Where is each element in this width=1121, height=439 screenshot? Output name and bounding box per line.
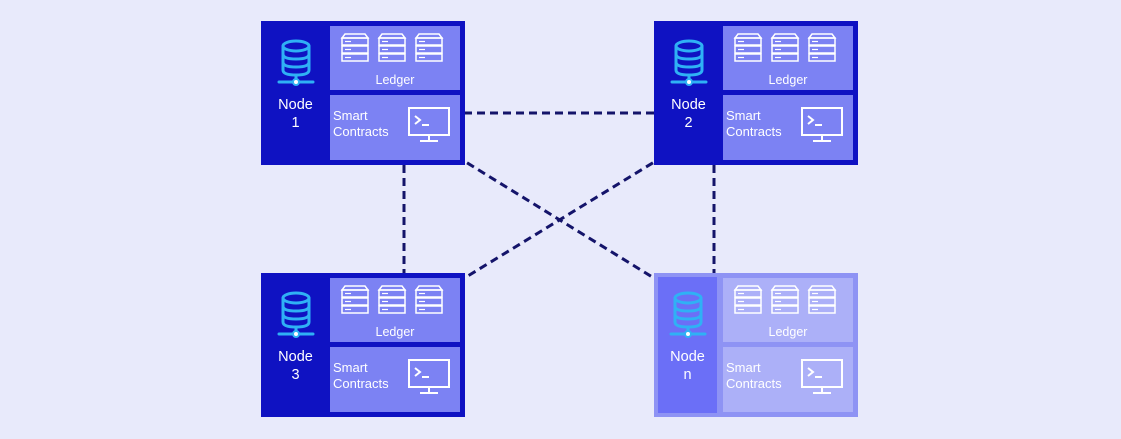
server-rack-icon [807,33,837,62]
smart-contracts-label: Smart Contracts [333,360,389,391]
database-icon [277,291,314,338]
server-rack-icon [733,33,763,62]
terminal-monitor-icon [408,107,450,142]
ledger-label: Ledger [768,325,808,339]
node-1: Node 1 Ledger Smart Contracts [261,21,465,165]
ledger-panel: Ledger [330,26,460,90]
link-node1-noden [455,154,663,285]
database-icon [670,39,707,86]
smart-contracts-label: Smart Contracts [726,108,782,139]
ledger-servers [340,285,444,315]
smart-contracts-label: Smart Contracts [333,108,389,139]
link-node2-node3 [457,154,665,284]
smart-contracts-panel: Smart Contracts [723,347,853,412]
server-rack-icon [377,285,407,314]
ledger-label: Ledger [375,73,415,87]
node-label: Node 3 [278,349,313,383]
smart-contracts-panel: Smart Contracts [330,347,460,412]
ledger-panel: Ledger [723,278,853,342]
ledger-servers [340,33,444,63]
terminal-monitor-icon [801,359,843,394]
node-identity: Node 2 [654,21,723,165]
database-icon [277,39,314,86]
smart-contracts-panel: Smart Contracts [723,95,853,160]
server-rack-icon [770,285,800,314]
server-rack-icon [414,285,444,314]
node-identity: Node n [658,277,717,413]
server-rack-icon [733,285,763,314]
terminal-monitor-icon [801,107,843,142]
node-label: Node n [670,349,705,383]
node-identity: Node 3 [261,273,330,417]
smart-contracts-label: Smart Contracts [726,360,782,391]
server-rack-icon [414,33,444,62]
smart-contracts-panel: Smart Contracts [330,95,460,160]
node-3: Node 3 Ledger Smart Contracts [261,273,465,417]
node-label: Node 2 [671,97,706,131]
ledger-servers [733,33,837,63]
terminal-monitor-icon [408,359,450,394]
ledger-label: Ledger [768,73,808,87]
database-icon [669,291,706,338]
server-rack-icon [807,285,837,314]
server-rack-icon [340,33,370,62]
ledger-panel: Ledger [330,278,460,342]
server-rack-icon [377,33,407,62]
ledger-panel: Ledger [723,26,853,90]
node-identity: Node 1 [261,21,330,165]
server-rack-icon [770,33,800,62]
server-rack-icon [340,285,370,314]
ledger-label: Ledger [375,325,415,339]
ledger-servers [733,285,837,315]
node-2: Node 2 Ledger Smart Contracts [654,21,858,165]
node-n: Node n Ledger Smart Contracts [654,273,858,417]
node-label: Node 1 [278,97,313,131]
